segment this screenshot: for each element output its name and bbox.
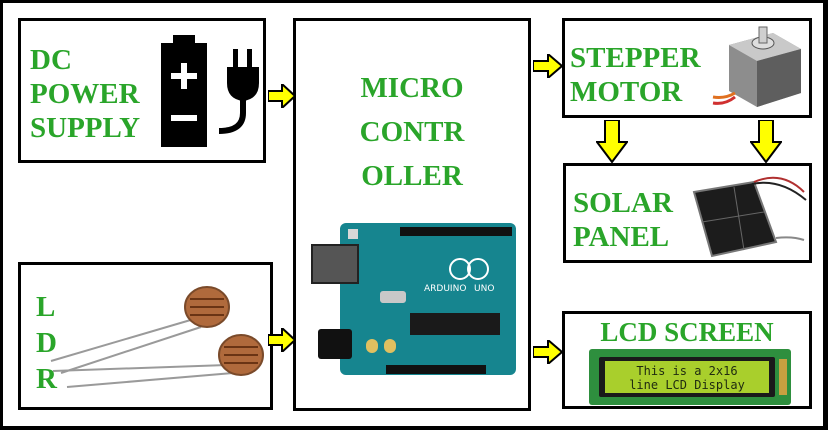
label-line: POWER (30, 77, 140, 111)
label-line: MICRO (296, 66, 528, 110)
label-line: CONTR (296, 110, 528, 154)
lcd-line-1: This is a 2x16 (636, 364, 737, 378)
board-model-text: UNO (474, 284, 494, 294)
label-line: SUPPLY (30, 111, 140, 145)
label-line: DC (30, 43, 140, 77)
lcd-screen-label: LCD SCREEN (565, 319, 809, 346)
battery-plug-icon (159, 35, 269, 151)
label-line: PANEL (573, 220, 673, 254)
dc-power-supply-label: DC POWER SUPPLY (30, 43, 140, 145)
arrow-ldr-to-micro (268, 328, 296, 352)
solar-panel-icon (692, 172, 810, 258)
arrow-micro-to-stepper (533, 54, 563, 78)
lcd-module-icon: This is a 2x16 line LCD Display (589, 349, 791, 405)
arrow-dc-to-micro (268, 84, 296, 108)
label-line: OLLER (296, 154, 528, 198)
stepper-motor-block: STEPPER MOTOR (562, 18, 812, 118)
ldr-photoresistor-icon (49, 275, 271, 405)
stepper-motor-label: STEPPER MOTOR (570, 41, 701, 109)
arrow-stepper-to-solar-right (750, 120, 782, 163)
solar-panel-block: SOLAR PANEL (563, 163, 812, 263)
arduino-board-icon: ARDUINO UNO (308, 221, 520, 381)
label-line: STEPPER (570, 41, 701, 75)
label-line: SOLAR (573, 186, 673, 220)
stepper-motor-icon (709, 23, 809, 115)
ldr-block: L D R (18, 262, 273, 410)
solar-panel-label: SOLAR PANEL (573, 186, 673, 254)
lcd-screen-block: LCD SCREEN This is a 2x16 line LCD Displ… (562, 311, 812, 409)
dc-power-supply-block: DC POWER SUPPLY (18, 18, 266, 163)
label-line: MOTOR (570, 75, 701, 109)
arrow-stepper-to-solar-left (596, 120, 628, 163)
arrow-micro-to-lcd (533, 340, 563, 364)
board-brand-text: ARDUINO (424, 284, 466, 294)
microcontroller-block: MICRO CONTR OLLER ARDUINO UNO (293, 18, 531, 411)
lcd-line-2: line LCD Display (629, 378, 745, 392)
microcontroller-label: MICRO CONTR OLLER (296, 66, 528, 198)
